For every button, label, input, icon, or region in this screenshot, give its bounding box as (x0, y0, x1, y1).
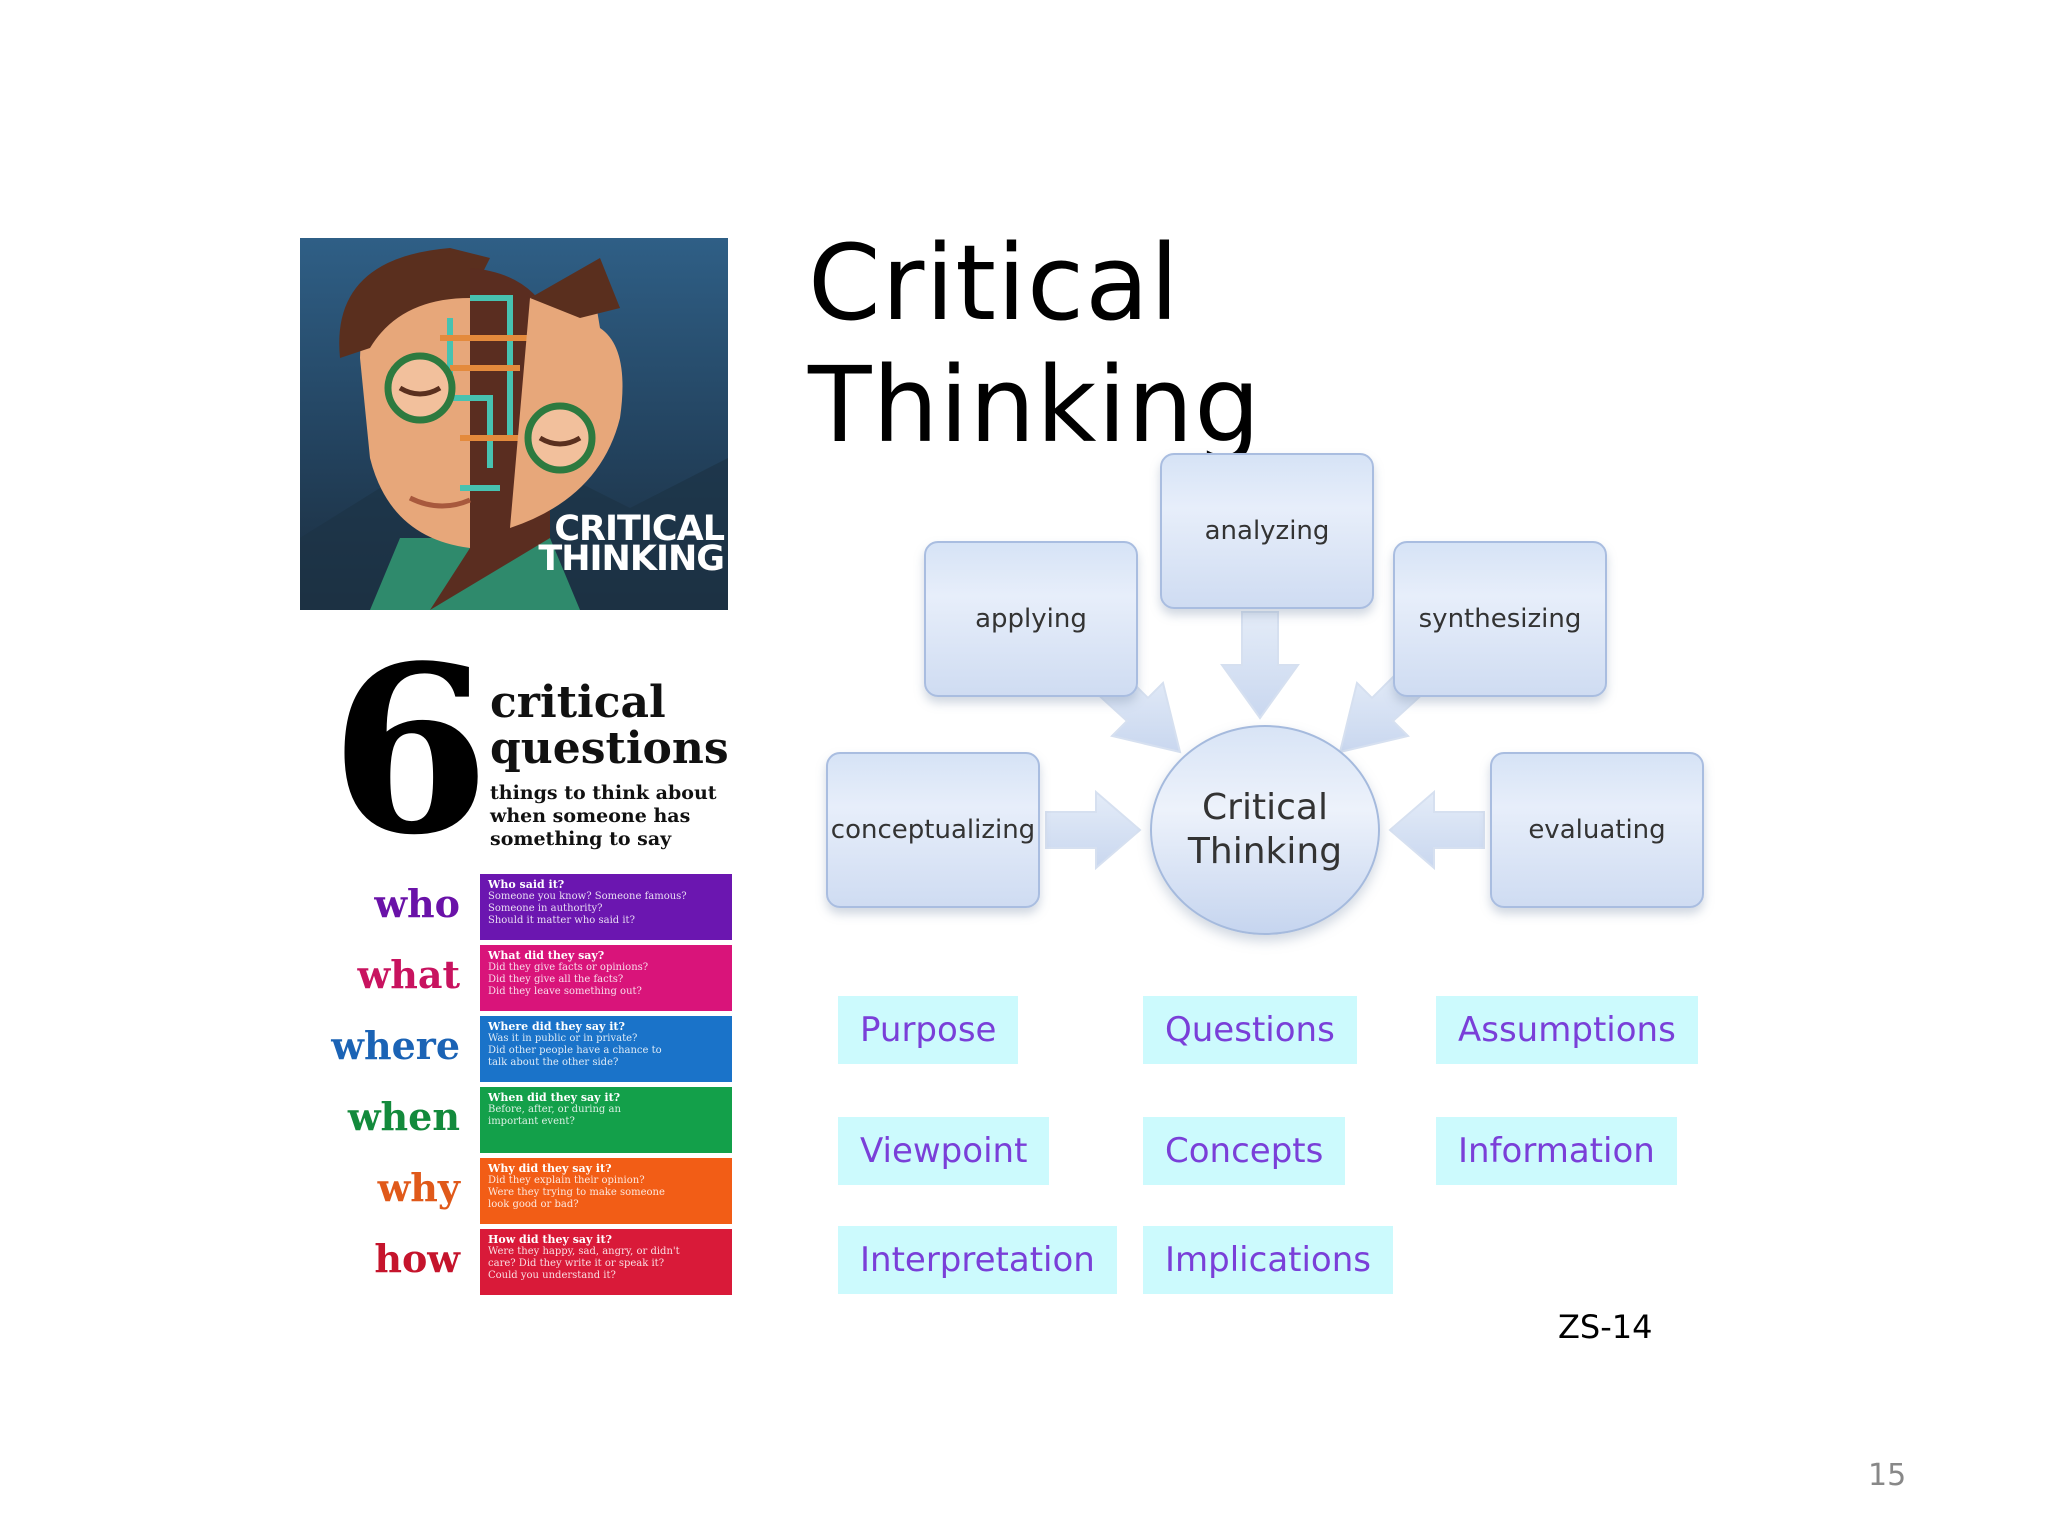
infographic-subtitle-line: something to say (490, 828, 672, 850)
question-detail-box: Where did they say it?Was it in public o… (480, 1016, 732, 1082)
infographic-subtitle-line: things to think about (490, 782, 717, 804)
question-detail-line: Did they give facts or opinions? (488, 962, 649, 973)
question-heading: Why did they say it? (488, 1162, 612, 1175)
question-detail-line: talk about the other side? (488, 1057, 619, 1068)
arrow-down-icon (1220, 611, 1300, 720)
question-detail-line: Could you understand it? (488, 1270, 616, 1281)
question-detail-line: Did they leave something out? (488, 986, 642, 997)
question-detail-line: Should it matter who said it? (488, 915, 635, 926)
infographic-subtitle-line: when someone has (490, 805, 691, 827)
question-row: why Why did they say it?Did they explain … (330, 1158, 732, 1226)
question-detail-line: Did they explain their opinion? (488, 1175, 645, 1186)
question-word: when (347, 1094, 460, 1139)
slide-code: ZS-14 (1558, 1308, 1653, 1346)
tag-information: Information (1436, 1117, 1677, 1185)
poster-caption-line-2: THINKING (538, 539, 725, 579)
question-detail-line: look good or bad? (488, 1199, 579, 1210)
arrow-right-icon (1045, 789, 1142, 871)
slide-title-line-2: Thinking (808, 344, 1262, 466)
question-detail-line: Someone you know? Someone famous? (488, 891, 687, 902)
node-evaluating: evaluating (1490, 752, 1704, 908)
question-heading: When did they say it? (488, 1091, 621, 1104)
tag-concepts: Concepts (1143, 1117, 1346, 1185)
critical-thinking-poster: CRITICAL THINKING (300, 238, 728, 610)
infographic-title: critical questions (490, 680, 729, 772)
question-detail-box: When did they say it?Before, after, or d… (480, 1087, 732, 1153)
question-detail-line: Were they happy, sad, angry, or didn't (488, 1246, 680, 1257)
question-detail-line: Was it in public or in private? (488, 1033, 638, 1044)
tag-implications: Implications (1143, 1226, 1393, 1294)
center-label-line-1: Critical (1202, 787, 1328, 828)
question-detail-line: Did other people have a chance to (488, 1045, 662, 1056)
question-detail-box: Why did they say it?Did they explain the… (480, 1158, 732, 1224)
question-detail-line: important event? (488, 1116, 575, 1127)
question-row: where Where did they say it?Was it in pub… (330, 1016, 732, 1084)
tag-viewpoint: Viewpoint (838, 1117, 1050, 1185)
question-detail-box: What did they say?Did they give facts or… (480, 945, 732, 1011)
question-word: how (374, 1236, 460, 1281)
question-row: how How did they say it?Were they happy, … (330, 1229, 732, 1297)
face-illustration (300, 248, 728, 610)
tag-questions: Questions (1143, 996, 1357, 1064)
question-heading: How did they say it? (488, 1233, 612, 1246)
poster-caption-line-1: CRITICAL (554, 509, 725, 549)
tag-assumptions: Assumptions (1436, 996, 1698, 1064)
question-word: where (331, 1023, 460, 1068)
poster-caption: CRITICAL THINKING (538, 509, 725, 579)
node-analyzing: analyzing (1160, 453, 1374, 609)
center-label-line-2: Thinking (1187, 831, 1343, 872)
question-heading: Where did they say it? (488, 1020, 625, 1033)
question-detail-box: Who said it?Someone you know? Someone fa… (480, 874, 732, 940)
question-heading: What did they say? (488, 949, 605, 962)
question-word: what (357, 952, 460, 997)
question-row: what What did they say?Did they give fact… (330, 945, 732, 1013)
question-detail-line: care? Did they write it or speak it? (488, 1258, 665, 1269)
node-applying: applying (924, 541, 1138, 697)
tag-interpretation: Interpretation (838, 1226, 1117, 1294)
question-detail-box: How did they say it?Were they happy, sad… (480, 1229, 732, 1295)
page-number: 15 (1868, 1458, 1907, 1493)
question-word: who (374, 881, 460, 926)
node-synthesizing: synthesizing (1393, 541, 1607, 697)
infographic-subtitle: things to think about when someone has s… (490, 782, 717, 851)
infographic-title-line-1: critical (490, 677, 666, 728)
big-six-numeral: 6 (330, 616, 491, 886)
question-detail-line: Were they trying to make someone (488, 1187, 665, 1198)
node-conceptualizing: conceptualizing (826, 752, 1040, 908)
question-row: when When did they say it?Before, after, … (330, 1087, 732, 1155)
infographic-title-line-2: questions (490, 723, 729, 774)
question-detail-line: Before, after, or during an (488, 1104, 621, 1115)
question-heading: Who said it? (488, 878, 565, 891)
question-detail-line: Someone in authority? (488, 903, 603, 914)
slide-title-line-1: Critical (808, 222, 1180, 344)
slide-title: Critical Thinking (808, 222, 1261, 466)
question-row: who Who said it?Someone you know? Someone… (330, 874, 732, 942)
center-critical-thinking: Critical Thinking (1150, 725, 1380, 935)
question-detail-line: Did they give all the facts? (488, 974, 624, 985)
arrow-left-icon (1388, 789, 1485, 871)
six-critical-questions-infographic: 6 critical questions things to think abo… (330, 636, 740, 1336)
tag-purpose: Purpose (838, 996, 1019, 1064)
question-word: why (377, 1165, 460, 1210)
